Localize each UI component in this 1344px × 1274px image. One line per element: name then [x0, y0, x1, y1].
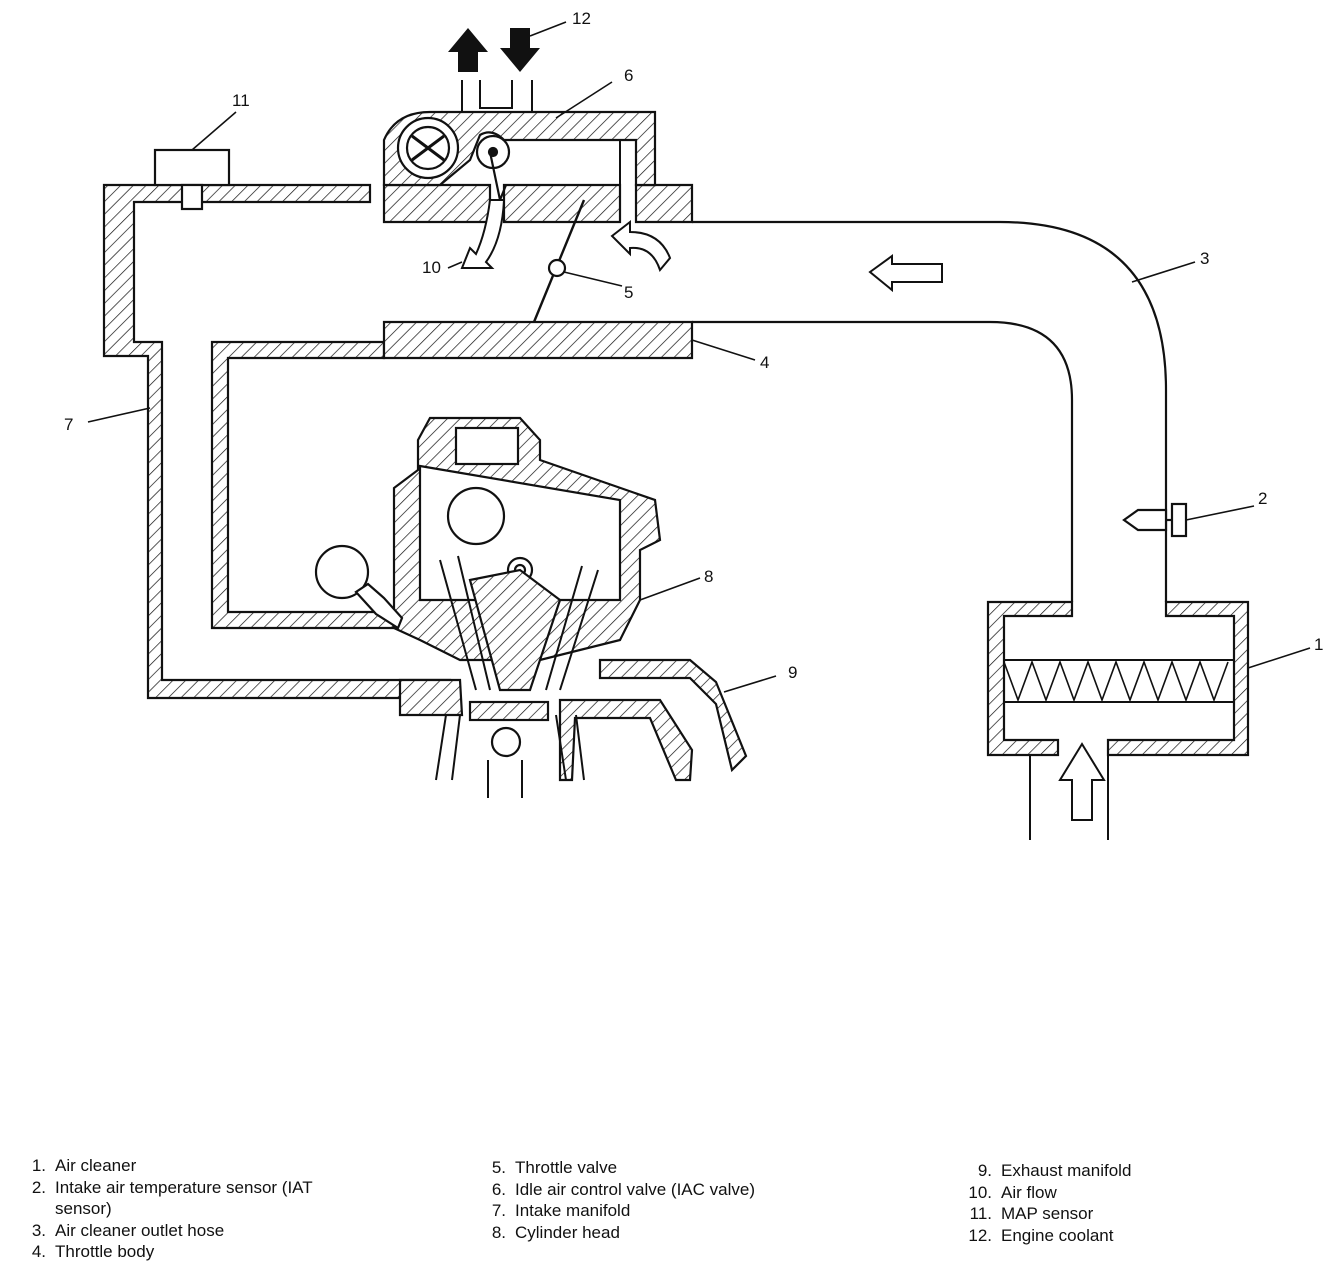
legend-item-7: 7.Intake manifold: [491, 1201, 631, 1220]
legend-item-12: 12.Engine coolant: [968, 1225, 1114, 1245]
legend-column-3: 9.Exhaust manifold 10.Air flow 11.MAP se…: [966, 1160, 1296, 1246]
callout-10: 10: [422, 258, 441, 277]
callout-6: 6: [624, 66, 633, 85]
legend-column-2: 5.Throttle valve 6.Idle air control valv…: [480, 1157, 840, 1243]
callout-11: 11: [232, 91, 250, 110]
legend-item-5: 5.Throttle valve: [491, 1158, 618, 1177]
engine-coolant-arrows: [448, 28, 540, 72]
legend-item-3: 3.Air cleaner outlet hose: [31, 1220, 225, 1240]
callout-5: 5: [624, 283, 633, 302]
map-sensor: [153, 148, 231, 211]
iat-sensor: [1122, 502, 1188, 538]
callout-7: 7: [64, 415, 73, 434]
air-cleaner-outlet-hose: [692, 220, 1168, 602]
legend-item-10: 10.Air flow: [968, 1182, 1057, 1202]
iac-valve: [382, 80, 657, 204]
callout-9: 9: [788, 663, 797, 682]
cylinder-block: [398, 678, 694, 798]
legend-column-1: 1.Air cleaner 2.Intake air temperature s…: [20, 1155, 380, 1263]
leader-lines: [87, 21, 1311, 693]
legend-item-2: 2.Intake air temperature sensor (IAT sen…: [31, 1177, 313, 1219]
legend-item-8: 8.Cylinder head: [491, 1222, 620, 1242]
legend-item-1: 1.Air cleaner: [31, 1156, 137, 1175]
callout-3: 3: [1200, 249, 1209, 268]
callout-4: 4: [760, 353, 769, 372]
legend-item-9: 9.Exhaust manifold: [977, 1161, 1132, 1180]
throttle-body: [382, 183, 694, 360]
fuel-injector: [314, 544, 404, 630]
legend-item-4: 4.Throttle body: [31, 1242, 155, 1261]
air-flow-arrows: [460, 199, 1106, 821]
legend-item-11: 11.MAP sensor: [969, 1204, 1094, 1223]
throttle-valve: [532, 199, 586, 323]
legend-item-6: 6.Idle air control valve (IAC valve): [491, 1179, 755, 1199]
cylinder-head: [392, 416, 662, 692]
air-cleaner: [986, 600, 1250, 840]
callout-12: 12: [572, 9, 591, 28]
callout-8: 8: [704, 567, 713, 586]
callout-2: 2: [1258, 489, 1267, 508]
callout-1: 1: [1314, 635, 1323, 654]
exhaust-manifold: [598, 658, 748, 773]
